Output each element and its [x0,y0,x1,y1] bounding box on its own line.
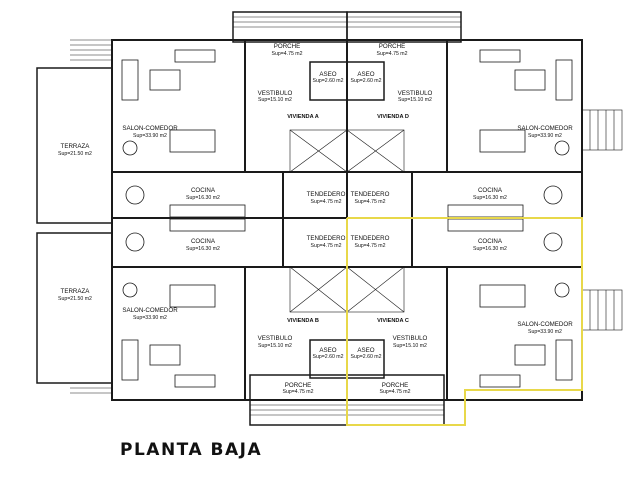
vestibulo-b-area: Sup=15.10 m2 [258,343,292,349]
furniture-salon-lower-left [121,282,216,388]
vestibulo-a-area: Sup=15.10 m2 [258,97,292,103]
salon-bl-area: Sup=33.90 m2 [133,315,167,321]
terraza-upper [36,67,113,224]
cocina-bl-area: Sup=16.30 m2 [186,246,220,252]
porche-tl-label: PORCHE [274,43,300,50]
stairs-right-lower [581,289,623,331]
aseo-tl-area: Sup=2.60 m2 [312,78,343,84]
tendedero-bl-area: Sup=4.75 m2 [310,243,341,249]
aseo-bl-label: ASEO [319,347,336,354]
porche-bl-label: PORCHE [285,382,311,389]
cocina-br-label: COCINA [478,238,503,245]
salon-br-label: SALON-COMEDOR [517,321,573,328]
terraza-upper-area: Sup=21.50 m2 [58,151,92,157]
tendedero-br-label: TENDEDERO [351,235,390,242]
vestibulo-d-label: VESTIBULO [398,90,433,97]
vestibulo-c-label: VESTIBULO [393,335,428,342]
porche-br-area: Sup=4.75 m2 [379,389,410,395]
vivienda-c-label: VIVIENDA C [377,318,409,324]
aseo-tl-label: ASEO [319,71,336,78]
porche-tl-area: Sup=4.75 m2 [271,51,302,57]
tendedero-tr-area: Sup=4.75 m2 [354,199,385,205]
cocina-bl-label: COCINA [191,238,216,245]
aseo-br-area: Sup=2.60 m2 [350,354,381,360]
vivienda-a-label: VIVIENDA A [287,114,319,120]
salon-tl-label: SALON-COMEDOR [122,125,178,132]
cocina-br-area: Sup=16.30 m2 [473,246,507,252]
aseo-tr-area: Sup=2.60 m2 [350,78,381,84]
salon-tl-area: Sup=33.90 m2 [133,133,167,139]
tendedero-tl-label: TENDEDERO [307,191,346,198]
cocina-tl-area: Sup=16.30 m2 [186,195,220,201]
aseo-bl-area: Sup=2.60 m2 [312,354,343,360]
porche-bl-area: Sup=4.75 m2 [282,389,313,395]
vivienda-b-label: VIVIENDA B [287,318,319,324]
highlight-outline [346,217,583,426]
stairwell-upper [289,129,405,173]
terraza-lower-area: Sup=21.50 m2 [58,296,92,302]
porche-tr-area: Sup=4.75 m2 [376,51,407,57]
tendedero-tr-label: TENDEDERO [351,191,390,198]
terraza-lower [36,232,113,384]
vestibulo-a-label: VESTIBULO [258,90,293,97]
porche-tr-label: PORCHE [379,43,405,50]
porch-steps-top [233,16,461,28]
salon-bl-label: SALON-COMEDOR [122,307,178,314]
page-title: PLANTA BAJA [120,440,263,460]
cocina-tr-area: Sup=16.30 m2 [473,195,507,201]
tendedero-bl-label: TENDEDERO [307,235,346,242]
tendedero-br-area: Sup=4.75 m2 [354,243,385,249]
vestibulo-d-area: Sup=15.10 m2 [398,97,432,103]
kitchen-counters [125,185,563,252]
aseo-tr-label: ASEO [357,71,374,78]
vestibulo-c-area: Sup=15.10 m2 [393,343,427,349]
salon-tr-label: SALON-COMEDOR [517,125,573,132]
terraza-lower-label: TERRAZA [61,288,91,295]
vivienda-d-label: VIVIENDA D [377,114,409,120]
cocina-tr-label: COCINA [478,187,503,194]
furniture-salon-lower-right [479,282,573,388]
salon-tr-area: Sup=33.90 m2 [528,133,562,139]
terraza-upper-label: TERRAZA [61,143,91,150]
terraza-rails [70,39,112,394]
vestibulo-b-label: VESTIBULO [258,335,293,342]
salon-br-area: Sup=33.90 m2 [528,329,562,335]
stairs-right-upper [581,109,623,151]
porche-br-label: PORCHE [382,382,408,389]
cocina-tl-label: COCINA [191,187,216,194]
aseo-br-label: ASEO [357,347,374,354]
furniture-salon-upper-left [121,49,216,156]
tendedero-tl-area: Sup=4.75 m2 [310,199,341,205]
furniture-salon-upper-right [479,49,573,156]
